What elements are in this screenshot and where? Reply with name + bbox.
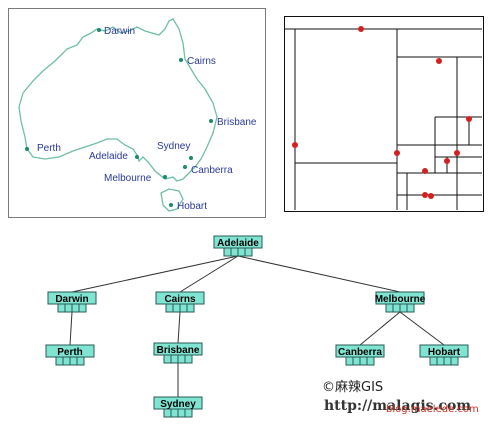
quadtree-partition-panel (284, 16, 484, 212)
tree-node-cairns: Cairns (155, 291, 205, 313)
tree-node-label: Perth (57, 347, 83, 358)
tree-edge-darwin-perth (69, 311, 73, 346)
city-dot-sydney (189, 156, 193, 160)
city-label-brisbane: Brisbane (217, 117, 257, 128)
partition-point (428, 193, 434, 199)
city-label-hobart: Hobart (177, 201, 207, 212)
partition-point (292, 142, 298, 148)
city-label-canberra: Canberra (191, 165, 233, 176)
tree-node-melbourne: Melbourne (375, 291, 426, 313)
tree-node-darwin: Darwin (47, 291, 97, 313)
watermark-blog: blog.maelede.com (386, 404, 479, 415)
tree-node-adelaide: Adelaide (213, 235, 263, 257)
tree-edge-melbourne-canberra (359, 311, 401, 346)
tree-edge-melbourne-hobart (399, 311, 445, 346)
partition-point (394, 150, 400, 156)
partition-point (422, 168, 428, 174)
tree-node-label: Hobart (428, 347, 461, 358)
tree-edge-adelaide-darwin (71, 255, 239, 293)
tree-node-brisbane: Brisbane (153, 342, 203, 364)
partition-point (466, 116, 472, 122)
tree-edge-adelaide-melbourne (237, 255, 401, 293)
city-dot-adelaide (135, 155, 139, 159)
tree-node-canberra: Canberra (335, 344, 385, 366)
tree-node-label: Canberra (338, 347, 382, 358)
city-label-cairns: Cairns (187, 56, 216, 67)
tree-edge-adelaide-cairns (179, 255, 239, 293)
city-label-melbourne: Melbourne (104, 173, 152, 184)
city-dot-melbourne (163, 175, 167, 179)
city-label-perth: Perth (37, 143, 61, 154)
partition-point (422, 192, 428, 198)
tree-node-label: Brisbane (157, 345, 200, 356)
partition-point (444, 158, 450, 164)
quadtree-partition (285, 26, 482, 210)
partition-point (358, 26, 364, 32)
tree-edge-cairns-brisbane (177, 311, 181, 344)
tree-node-label: Adelaide (217, 238, 259, 249)
watermark-copyright: ©麻辣GIS (322, 380, 384, 395)
city-dot-hobart (169, 203, 173, 207)
australia-coastline (18, 18, 218, 182)
city-dot-brisbane (209, 119, 213, 123)
city-label-sydney: Sydney (157, 141, 190, 152)
australia-map: DarwinCairnsBrisbaneSydneyCanberraMelbou… (18, 18, 257, 212)
city-label-adelaide: Adelaide (89, 151, 128, 162)
tree-node-perth: Perth (45, 344, 95, 366)
city-dot-cairns (179, 58, 183, 62)
watermark-url: http://malagis.com (324, 398, 472, 414)
partition-point (454, 150, 460, 156)
city-dot-darwin (97, 28, 101, 32)
tree-node-hobart: Hobart (419, 344, 469, 366)
tasmania-coastline (160, 188, 184, 212)
tree-node-label: Sydney (160, 399, 196, 410)
city-label-darwin: Darwin (104, 26, 135, 37)
partition-point (436, 58, 442, 64)
tree-node-label: Darwin (55, 294, 88, 305)
tree-node-sydney: Sydney (153, 396, 203, 418)
city-dot-canberra (183, 165, 187, 169)
tree-node-label: Cairns (164, 294, 196, 305)
tree-node-label: Melbourne (375, 294, 426, 305)
city-dot-perth (25, 147, 29, 151)
